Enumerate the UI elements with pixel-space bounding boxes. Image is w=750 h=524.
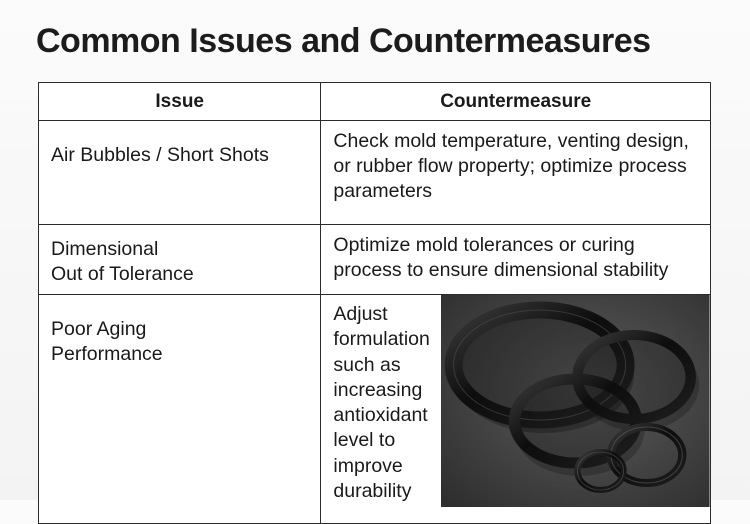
page-title: Common Issues and Countermeasures bbox=[36, 22, 651, 60]
rubber-o-rings-photo bbox=[441, 295, 710, 507]
countermeasure-cell: Optimize mold tolerances or curing proce… bbox=[320, 224, 711, 295]
table-row: Poor Aging Performance Adjust formulatio… bbox=[37, 294, 711, 524]
countermeasure-text: Adjust formulation such as increasing an… bbox=[333, 303, 430, 503]
table-row: Dimensional Out of Tolerance Optimize mo… bbox=[37, 224, 711, 295]
issues-table: Issue Countermeasure Air Bubbles / Short… bbox=[37, 82, 711, 524]
countermeasure-cell: Check mold temperature, venting design, … bbox=[320, 120, 711, 225]
table-header-row: Issue Countermeasure bbox=[37, 82, 711, 121]
issue-cell: Air Bubbles / Short Shots bbox=[37, 120, 322, 225]
issue-cell: Dimensional Out of Tolerance bbox=[37, 224, 322, 295]
table-row: Air Bubbles / Short Shots Check mold tem… bbox=[37, 120, 711, 225]
header-countermeasure: Countermeasure bbox=[320, 82, 711, 121]
header-issue: Issue bbox=[37, 82, 322, 121]
issue-cell: Poor Aging Performance bbox=[37, 294, 322, 524]
countermeasure-cell-with-photo: Adjust formulation such as increasing an… bbox=[320, 294, 711, 524]
